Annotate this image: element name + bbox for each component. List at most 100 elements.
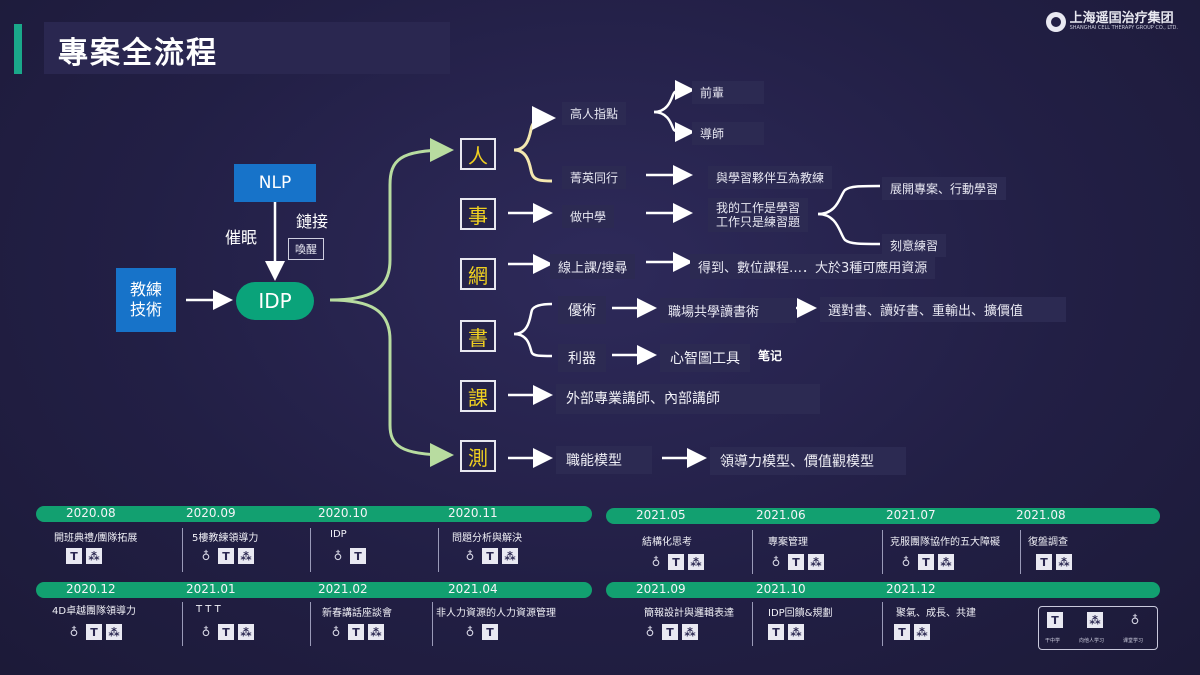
link-label: 鏈接 xyxy=(296,212,329,231)
tl-icons: T ⁂ xyxy=(66,548,102,564)
tl-date: 2021.08 xyxy=(1016,508,1066,522)
tl-icons: ♁ T xyxy=(330,548,366,564)
tl-date: 2021.10 xyxy=(756,582,806,596)
reading-target-label: 選對書、讀好書、重輸出、擴價值 xyxy=(820,297,1066,322)
tl-icons: ♁ T ⁂ xyxy=(768,554,824,570)
do-learning-icon: T xyxy=(768,624,784,640)
peer-learning-icon: ⁂ xyxy=(368,624,384,640)
peer-learning-icon: ⁂ xyxy=(238,624,254,640)
work-line1: 我的工作是學習 xyxy=(716,201,801,215)
tl-item: 非人力資源的人力資源管理 xyxy=(436,608,556,619)
legend-do-label: 干中学 xyxy=(1045,638,1061,644)
tl-separator xyxy=(182,528,183,572)
work-line2: 工作只是練習題 xyxy=(716,215,801,229)
peer-label: 菁英同行 xyxy=(562,166,627,189)
tl-item: IDP xyxy=(330,529,347,540)
tl-separator xyxy=(310,528,311,572)
excellent-label: 優術 xyxy=(558,296,606,324)
tl-icons: ♁ T ⁂ xyxy=(462,548,518,564)
tl-separator xyxy=(310,602,311,646)
tl-item: 新春講話座談會 xyxy=(322,608,392,619)
tl-date: 2021.04 xyxy=(448,582,498,596)
do-learning-icon: T xyxy=(1036,554,1052,570)
do-learning-icon: T xyxy=(86,624,102,640)
mentor-label: 高人指點 xyxy=(562,102,627,125)
node-book: 書 xyxy=(460,320,496,352)
do-learning-icon: T xyxy=(218,624,234,640)
tl-separator xyxy=(752,530,753,574)
tl-separator xyxy=(432,602,433,646)
legend-peer-label: 向他人学习 xyxy=(1079,638,1105,644)
tl-date: 2021.12 xyxy=(886,582,936,596)
logo-subtext: SHANGHAI CELL THERAPY GROUP CO., LTD. xyxy=(1069,25,1178,31)
class-learning-icon: ♁ xyxy=(651,555,661,569)
teacher-label: 導師 xyxy=(692,122,764,145)
learn-by-doing-label: 做中學 xyxy=(562,205,615,228)
peer-learning-icon: ⁂ xyxy=(1087,612,1103,628)
coach-tech-box: 教練 技術 xyxy=(116,268,176,332)
tl-item: 問題分析與解決 xyxy=(452,533,522,544)
peer-learning-icon: ⁂ xyxy=(808,554,824,570)
do-learning-icon: T xyxy=(894,624,910,640)
tl-icons: ♁ T ⁂ xyxy=(198,548,254,564)
peer-learning-icon: ⁂ xyxy=(1056,554,1072,570)
tool-label: 利器 xyxy=(558,344,606,372)
lecturers-label: 外部專業講師、內部講師 xyxy=(556,384,820,414)
node-test: 測 xyxy=(460,440,496,472)
do-learning-icon: T xyxy=(662,624,678,640)
tl-item: 簡報設計與邏輯表達 xyxy=(644,608,734,619)
class-learning-icon: ♁ xyxy=(69,625,79,639)
icon-legend: T ⁂ ♁ 干中学 向他人学习 课堂学习 xyxy=(1038,606,1158,650)
tl-date: 2020.10 xyxy=(318,506,368,520)
tl-date: 2020.08 xyxy=(66,506,116,520)
node-person: 人 xyxy=(460,138,496,170)
logo-text: 上海遥囯治疗集团 xyxy=(1069,11,1174,26)
peer-target-label: 與學習夥伴互為教練 xyxy=(708,166,833,189)
tl-separator xyxy=(1020,530,1021,574)
tl-separator xyxy=(752,602,753,646)
tl-date: 2021.09 xyxy=(636,582,686,596)
tl-item: 4D卓越團隊領導力 xyxy=(52,606,137,617)
do-learning-icon: T xyxy=(668,554,684,570)
idp-node: IDP xyxy=(236,282,314,320)
tl-date: 2020.11 xyxy=(448,506,498,520)
tl-item: 聚氣、成長、共建 xyxy=(896,608,976,619)
timeline-bar-left-1 xyxy=(36,506,592,522)
tl-icons: T ⁂ xyxy=(768,624,804,640)
tl-separator xyxy=(882,602,883,646)
tl-date: 2021.01 xyxy=(186,582,236,596)
class-learning-icon: ♁ xyxy=(201,625,211,639)
timeline-bar-right-1 xyxy=(606,508,1160,524)
do-learning-icon: T xyxy=(1047,612,1063,628)
nlp-label: NLP xyxy=(258,173,292,193)
tl-separator xyxy=(182,602,183,646)
project-label: 展開專案、行動學習 xyxy=(882,177,1007,200)
logo-icon xyxy=(1045,12,1066,32)
class-learning-icon: ♁ xyxy=(645,625,655,639)
class-learning-icon: ♁ xyxy=(201,549,211,563)
node-course: 課 xyxy=(460,380,496,412)
tl-item: 復盤調查 xyxy=(1028,537,1068,548)
logo: 上海遥囯治疗集团 SHANGHAI CELL THERAPY GROUP CO.… xyxy=(1045,11,1178,32)
models-label: 領導力模型、價值觀模型 xyxy=(710,447,906,475)
peer-learning-icon: ⁂ xyxy=(788,624,804,640)
do-learning-icon: T xyxy=(218,548,234,564)
nlp-box: NLP xyxy=(234,164,316,202)
tl-item: T T T xyxy=(196,604,221,615)
tl-date: 2021.02 xyxy=(318,582,368,596)
hypnosis-label: 催眠 xyxy=(225,228,258,247)
peer-learning-icon: ⁂ xyxy=(238,548,254,564)
do-learning-icon: T xyxy=(350,548,366,564)
reading-method-label: 職場共學讀書術 xyxy=(660,298,796,323)
class-learning-icon: ♁ xyxy=(771,555,781,569)
do-learning-icon: T xyxy=(482,624,498,640)
practice-label: 刻意練習 xyxy=(882,234,947,257)
tl-item: IDP回饋&規劃 xyxy=(768,608,833,619)
class-learning-icon: ♁ xyxy=(465,549,475,563)
tl-date: 2021.06 xyxy=(756,508,806,522)
tl-icons: ♁ T ⁂ xyxy=(66,624,122,640)
tl-item: 克服團隊協作的五大障礙 xyxy=(890,537,1000,548)
tl-date: 2021.07 xyxy=(886,508,936,522)
page-title: 專案全流程 xyxy=(58,36,218,71)
node-task: 事 xyxy=(460,198,496,230)
